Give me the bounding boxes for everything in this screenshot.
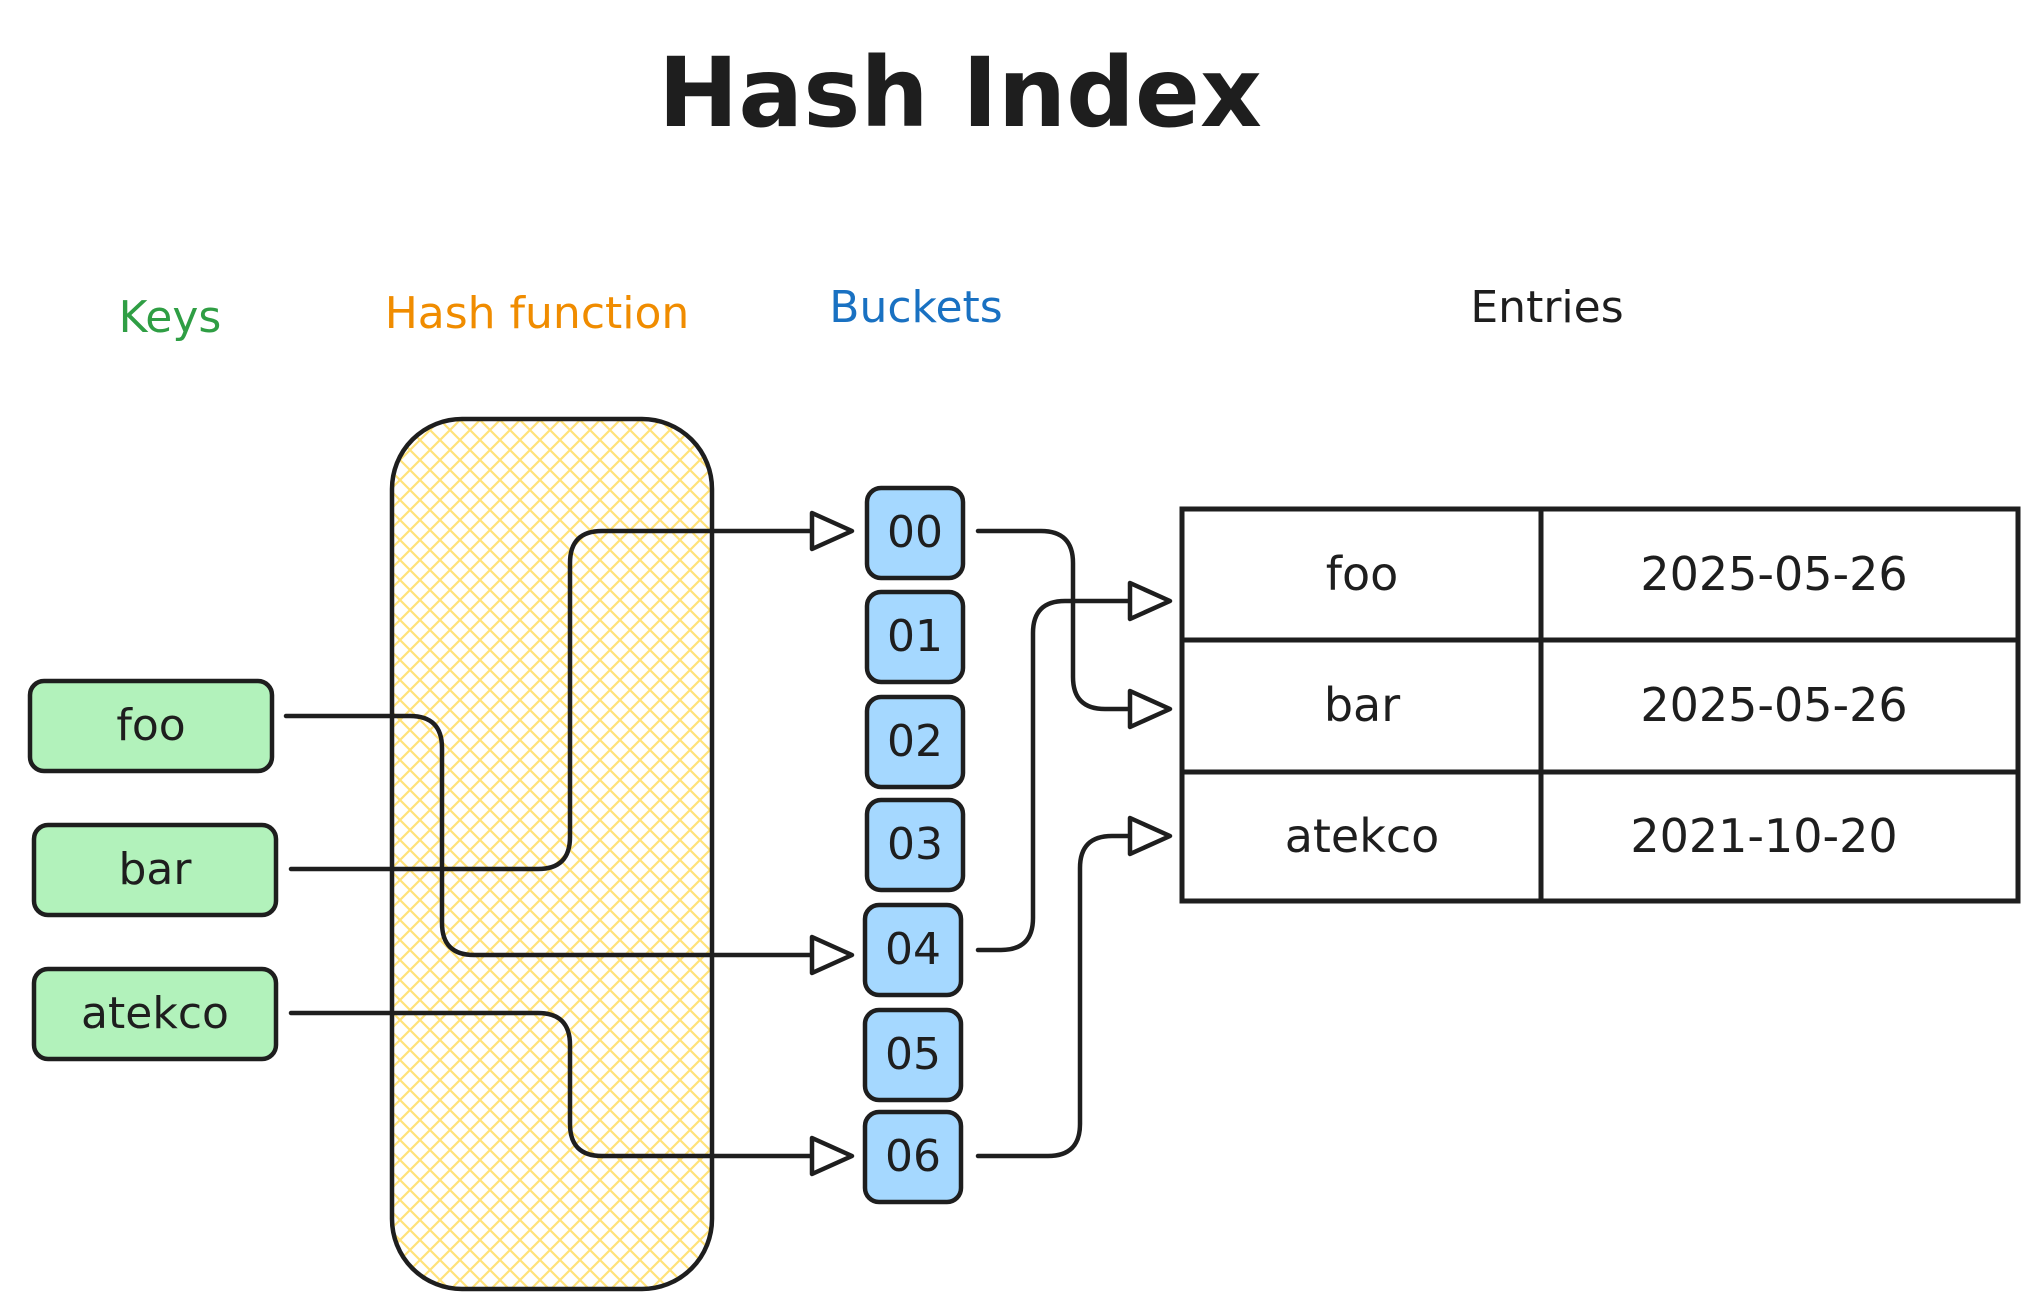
entry-value: 2025-05-26 [1640,547,1907,601]
bucket-label: 03 [887,819,943,870]
bucket-01: 01 [864,589,966,685]
bucket-label: 02 [887,716,943,767]
key-label: bar [119,844,193,895]
entry-key: atekco [1285,809,1440,863]
bucket-03: 03 [864,797,966,893]
bucket-02: 02 [864,694,966,790]
bucket-label: 01 [887,611,943,662]
entry-key: bar [1324,678,1400,732]
key-label: foo [116,700,185,751]
arrow-foo-to-bucket-04 [283,713,855,976]
entry-value: 2025-05-26 [1640,678,1907,732]
entry-key: foo [1326,547,1398,601]
arrow-bucket-06-to-entry-atekco [975,815,1173,1159]
entry-row: foo 2025-05-26 [1326,547,1908,601]
entries-table: foo 2025-05-26 bar 2025-05-26 atekco 202… [1179,506,2021,904]
bucket-label: 06 [885,1131,941,1182]
bucket-04: 04 [862,902,964,998]
bucket-00: 00 [864,485,966,581]
bucket-06: 06 [862,1109,964,1205]
hash-function-heading: Hash function [385,288,690,339]
bucket-label: 00 [887,507,943,558]
key-node-bar: bar [31,822,279,918]
bucket-05: 05 [862,1007,964,1103]
key-label: atekco [81,988,229,1039]
buckets-heading: Buckets [829,282,1002,333]
arrow-bucket-04-to-entry-foo [975,580,1173,953]
arrow-bar-to-bucket-00 [288,510,855,872]
key-node-foo: foo [27,678,275,774]
arrow-bucket-00-to-entry-bar [975,528,1173,730]
entry-row: bar 2025-05-26 [1324,678,1908,732]
hash-function-box [389,416,715,1292]
bucket-label: 04 [885,924,941,975]
entry-row: atekco 2021-10-20 [1285,809,1898,863]
keys-heading: Keys [119,292,222,343]
diagram-title: Hash Index [658,37,1262,149]
arrow-atekco-to-bucket-06 [288,1010,855,1177]
key-node-atekco: atekco [31,966,279,1062]
entries-heading: Entries [1470,282,1623,333]
bucket-label: 05 [885,1029,941,1080]
entry-value: 2021-10-20 [1630,809,1897,863]
